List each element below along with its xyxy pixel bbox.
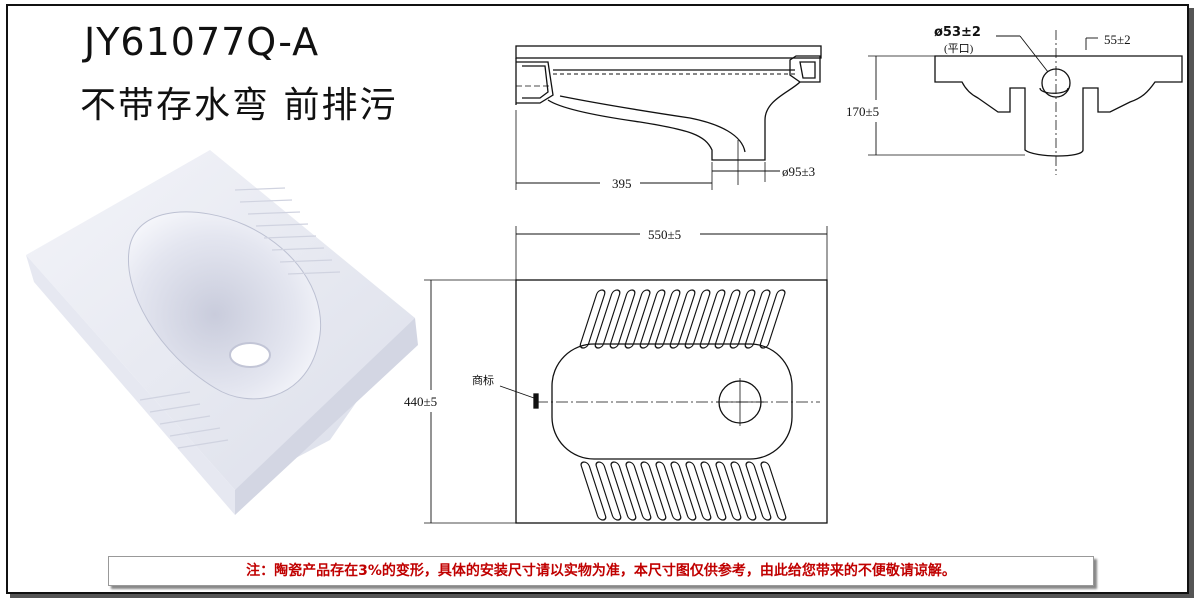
disclaimer-note: 注：陶瓷产品存在3%的变形，具体的安装尺寸请以实物为准，本尺寸图仅供参考，由此给… [108,556,1094,586]
frame-shadow-bottom [10,594,1194,598]
offset-label: 55±2 [1104,32,1131,47]
hole-note-label: (平口) [944,43,974,55]
hole-diameter-label: ø53±2 [934,25,981,40]
side-view [515,45,822,190]
top-view [424,226,828,524]
frame-shadow-right [1189,8,1194,596]
product-subtitle: 不带存水弯 前排污 [80,85,398,126]
height-label: 170±5 [846,104,879,119]
brand-mark-label: 商标 [472,373,494,387]
model-number: JY61077Q-A [84,20,320,64]
drawing-frame [6,4,1189,594]
top-depth-label: 440±5 [404,394,437,409]
side-length-label: 395 [612,176,632,191]
outlet-diameter-label: ø95±3 [782,164,815,179]
end-view [868,30,1183,175]
top-width-label: 550±5 [648,227,681,242]
product-photo [26,150,418,515]
